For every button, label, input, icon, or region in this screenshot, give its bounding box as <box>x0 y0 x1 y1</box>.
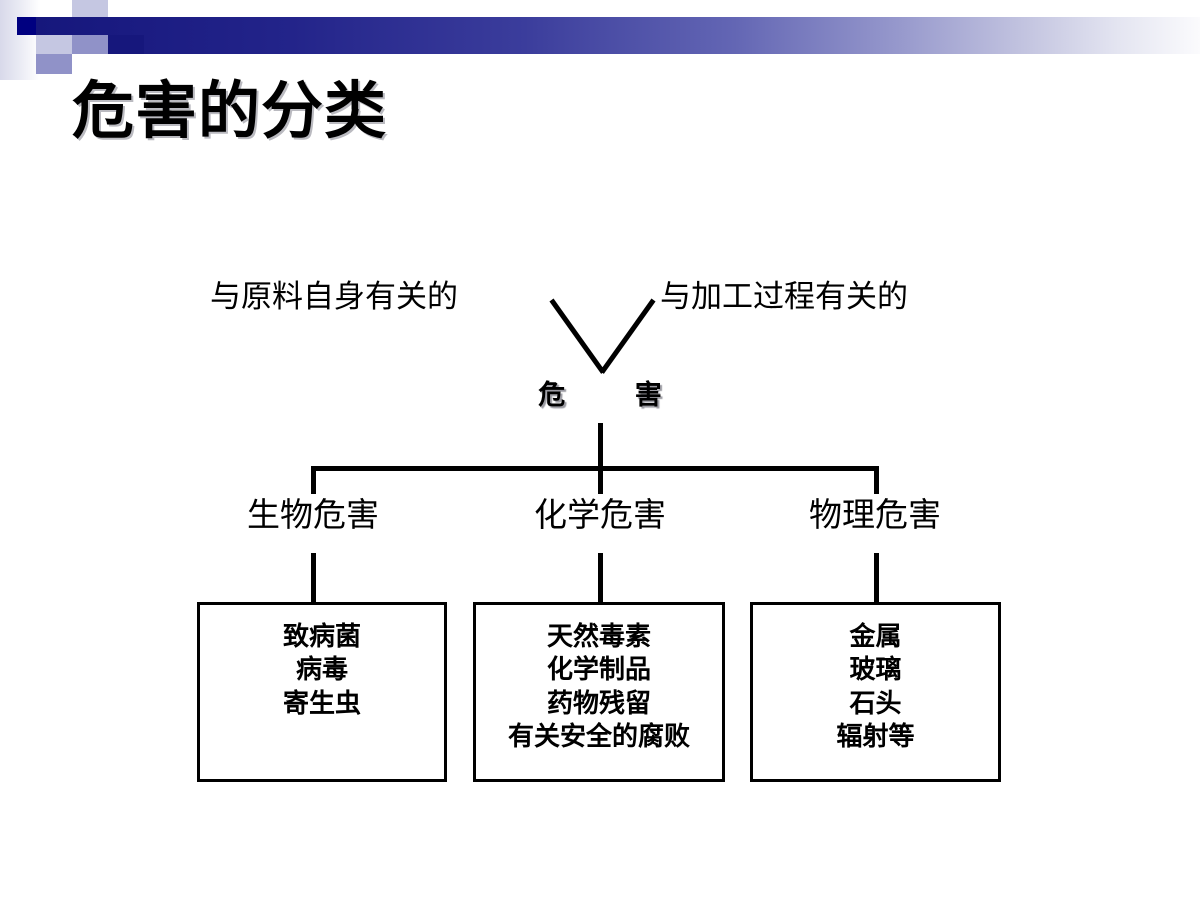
hazard-box-chemical-items: 天然毒素化学制品药物残留有关安全的腐败 <box>476 605 722 754</box>
center-node-hazard: 危 害 <box>538 380 692 411</box>
connector-drop-left <box>311 466 316 494</box>
hazard-item: 化学制品 <box>546 655 651 686</box>
hazard-item: 天然毒素 <box>546 622 651 652</box>
label-raw-material-related: 与原料自身有关的 <box>210 279 458 315</box>
hazard-item: 寄生虫 <box>282 688 361 719</box>
hazard-box-physical: 金属玻璃石头辐射等 <box>750 602 1001 782</box>
page-title: 危害的分类 <box>72 74 388 147</box>
category-label-chemical: 化学危害 <box>534 495 666 534</box>
header-left-fade <box>0 0 40 80</box>
hazard-box-biological: 致病菌病毒寄生虫 <box>197 602 447 782</box>
connector-stem-biological <box>311 553 316 603</box>
connector-horizontal-bus <box>313 466 879 471</box>
hazard-item: 病毒 <box>295 655 348 686</box>
header-banner <box>0 0 1200 80</box>
header-square-5 <box>36 35 72 54</box>
hazard-item: 致病菌 <box>282 622 361 652</box>
hazard-item: 有关安全的腐败 <box>507 721 690 752</box>
label-process-related: 与加工过程有关的 <box>660 279 908 315</box>
connector-stem-chemical <box>598 553 603 603</box>
header-square-1 <box>72 0 108 17</box>
v-connector-left-arm <box>549 298 606 374</box>
category-label-biological: 生物危害 <box>247 495 379 534</box>
connector-drop-right <box>874 466 879 494</box>
connector-trunk-vertical <box>598 423 603 471</box>
v-connector-right-arm <box>599 298 656 374</box>
hazard-box-biological-items: 致病菌病毒寄生虫 <box>200 605 444 721</box>
header-square-8 <box>36 54 72 74</box>
category-label-physical: 物理危害 <box>809 495 941 534</box>
hazard-item: 石头 <box>849 688 902 719</box>
hazard-box-chemical: 天然毒素化学制品药物残留有关安全的腐败 <box>473 602 725 782</box>
connector-stem-physical <box>874 553 879 603</box>
connector-drop-middle <box>598 466 603 494</box>
hazard-item: 金属 <box>849 622 902 652</box>
hazard-box-physical-items: 金属玻璃石头辐射等 <box>753 605 998 754</box>
header-gradient-ribbon <box>36 17 1200 54</box>
header-square-7 <box>108 35 144 54</box>
header-square-6 <box>72 35 108 54</box>
hazard-item: 玻璃 <box>849 655 902 686</box>
hazard-item: 辐射等 <box>836 721 915 752</box>
hazard-item: 药物残留 <box>546 688 651 719</box>
